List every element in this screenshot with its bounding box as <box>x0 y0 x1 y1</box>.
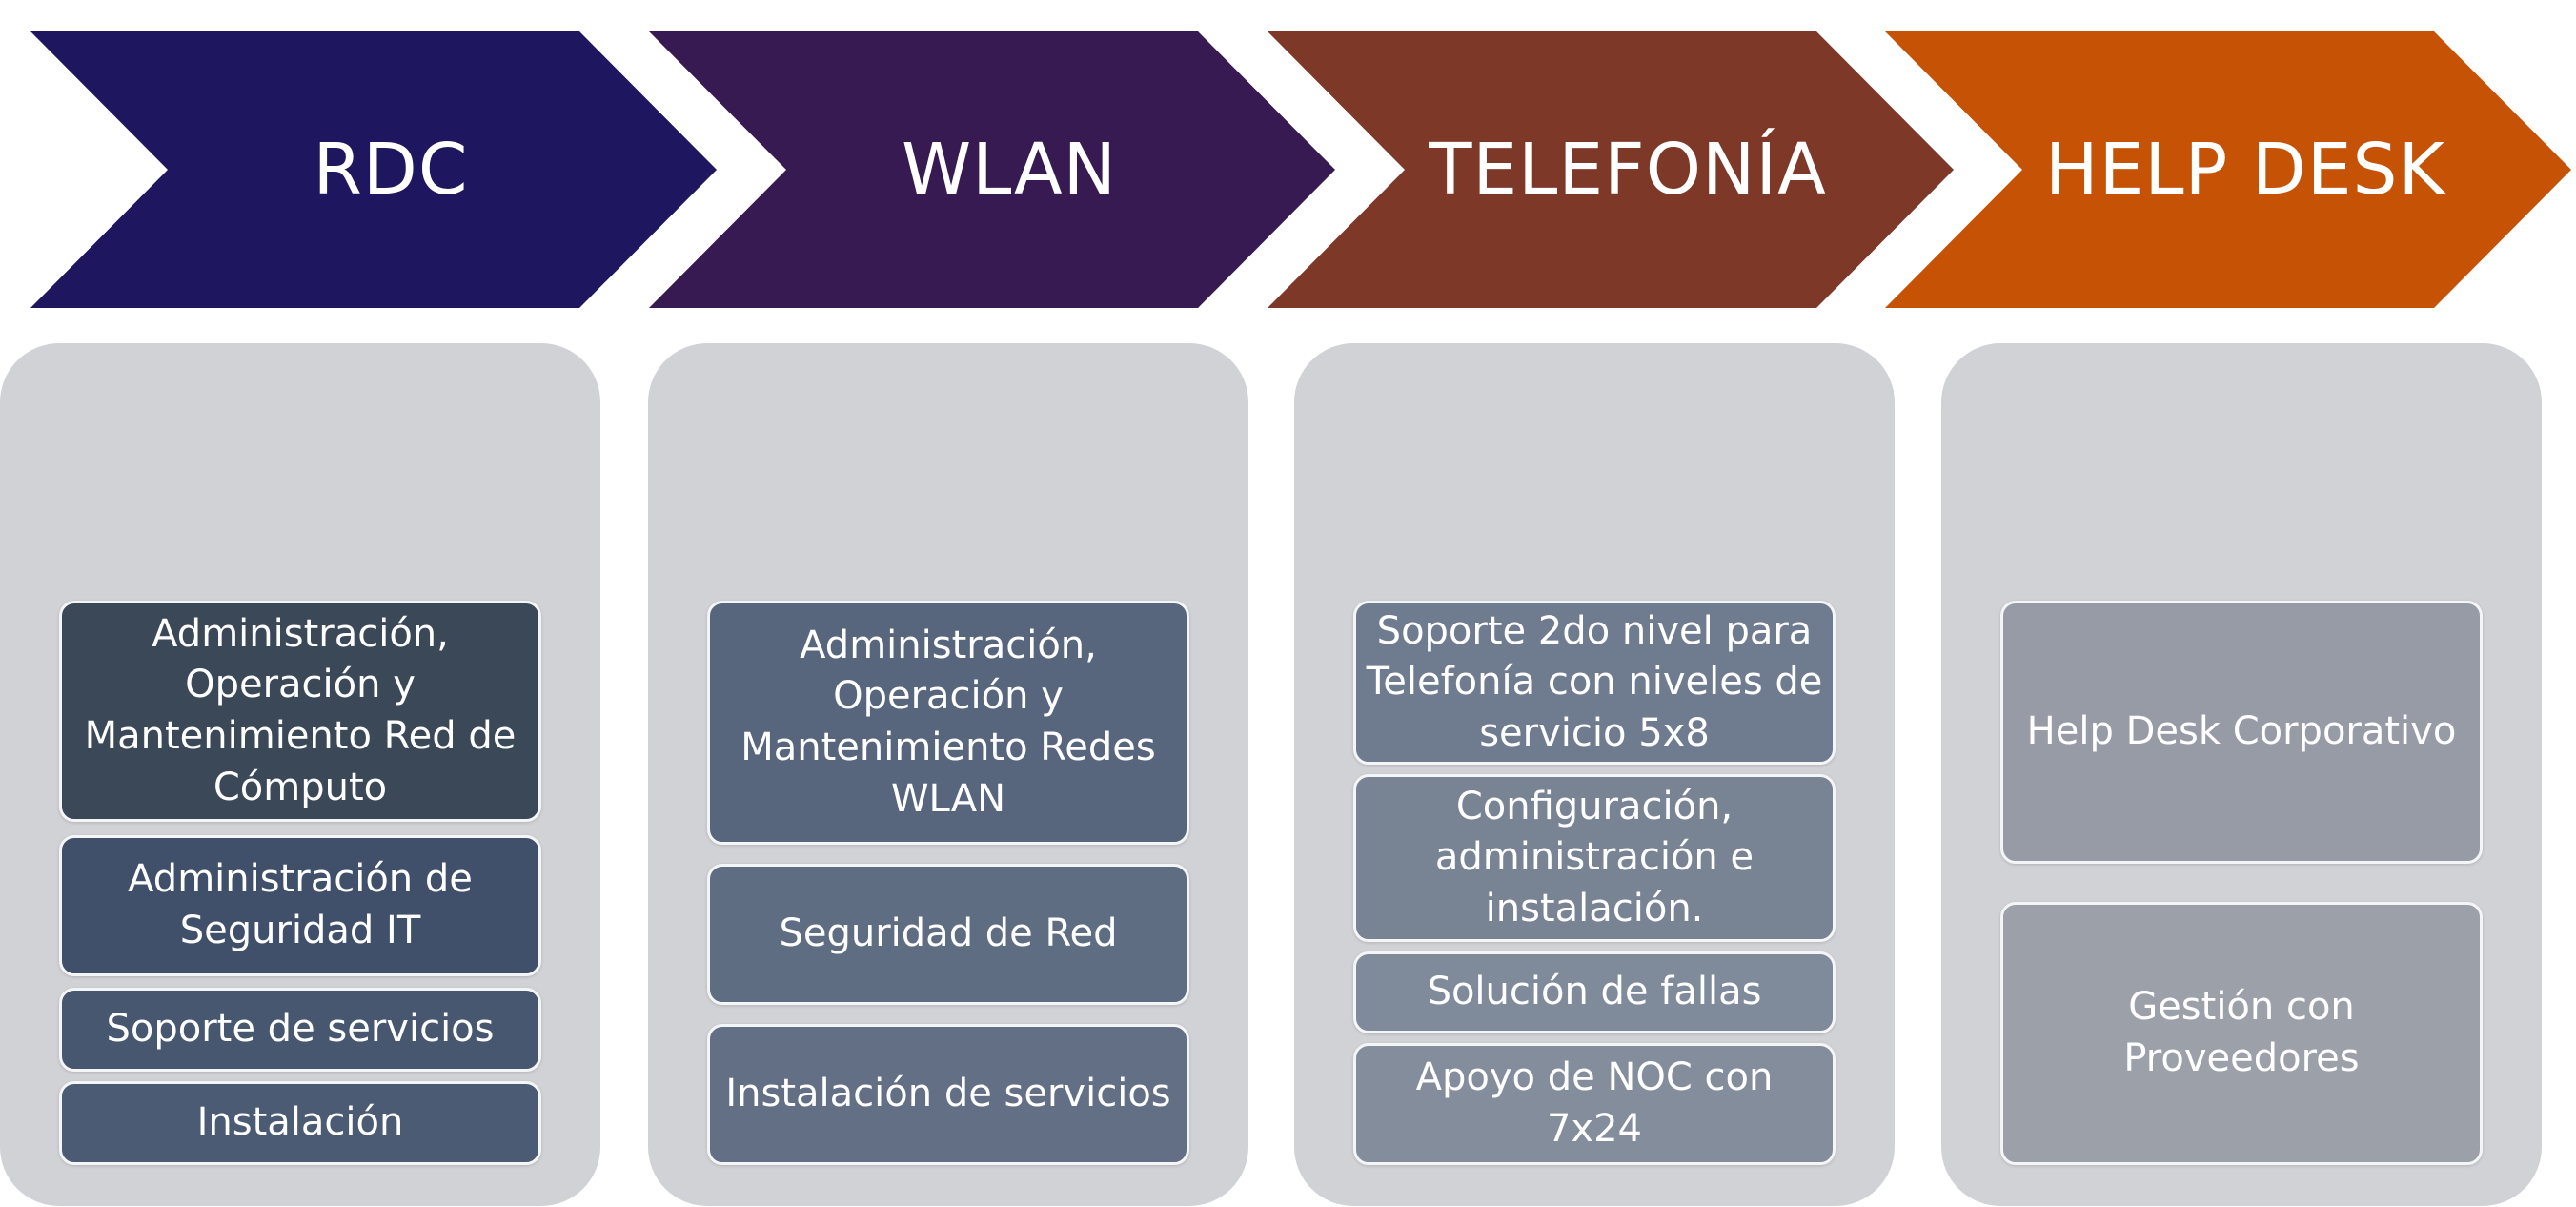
service-box-label: Seguridad de Red <box>779 911 1118 956</box>
service-box-label: Soporte 2do nivel para Telefonía con niv… <box>1366 608 1823 755</box>
chevron-help-desk: HELP DESK <box>1885 31 2571 308</box>
service-box: Administración, Operación y Mantenimient… <box>707 601 1189 845</box>
service-box-label: Instalación <box>196 1100 404 1145</box>
service-box-label: Administración de Seguridad IT <box>128 857 473 952</box>
service-box-label: Configuración, administración e instalac… <box>1434 784 1755 931</box>
service-box-label: Administración, Operación y Mantenimient… <box>740 623 1156 821</box>
service-box: Configuración, administración e instalac… <box>1353 774 1836 942</box>
service-box-label: Help Desk Corporativo <box>2026 709 2457 754</box>
panel-telefonia: Soporte 2do nivel para Telefonía con niv… <box>1294 343 1895 1206</box>
service-box-label: Instalación de servicios <box>725 1072 1171 1116</box>
service-box: Seguridad de Red <box>707 864 1189 1005</box>
chevron-label: HELP DESK <box>2044 129 2445 211</box>
service-box: Soporte de servicios <box>59 988 541 1072</box>
service-box: Help Desk Corporativo <box>2000 601 2483 864</box>
service-box: Instalación <box>59 1081 541 1165</box>
service-box: Gestión con Proveedores <box>2000 902 2483 1165</box>
service-box: Administración, Operación y Mantenimient… <box>59 601 541 822</box>
chevron-rdc: RDC <box>30 31 717 308</box>
chevron-label: TELEFONÍA <box>1429 129 1827 211</box>
service-box-label: Administración, Operación y Mantenimient… <box>84 611 517 809</box>
service-box: Instalación de servicios <box>707 1024 1189 1165</box>
service-box: Administración de Seguridad IT <box>59 835 541 976</box>
chevron-label: WLAN <box>901 129 1118 211</box>
service-box-label: Soporte de servicios <box>106 1007 495 1052</box>
service-box-label: Solución de fallas <box>1427 970 1762 1014</box>
chevron-wlan: WLAN <box>649 31 1335 308</box>
service-box: Apoyo de NOC con 7x24 <box>1353 1043 1836 1165</box>
service-box-label: Apoyo de NOC con 7x24 <box>1415 1055 1774 1151</box>
panel-help-desk: Help Desk Corporativo Gestión con Provee… <box>1941 343 2542 1206</box>
chevron-label: RDC <box>313 129 469 211</box>
service-box-label: Gestión con Proveedores <box>2123 985 2360 1080</box>
service-box: Soporte 2do nivel para Telefonía con niv… <box>1353 601 1836 765</box>
panel-rdc: Administración, Operación y Mantenimient… <box>0 343 600 1206</box>
chevron-telefonia: TELEFONÍA <box>1268 31 1954 308</box>
panel-wlan: Administración, Operación y Mantenimient… <box>648 343 1248 1206</box>
service-box: Solución de fallas <box>1353 951 1836 1033</box>
